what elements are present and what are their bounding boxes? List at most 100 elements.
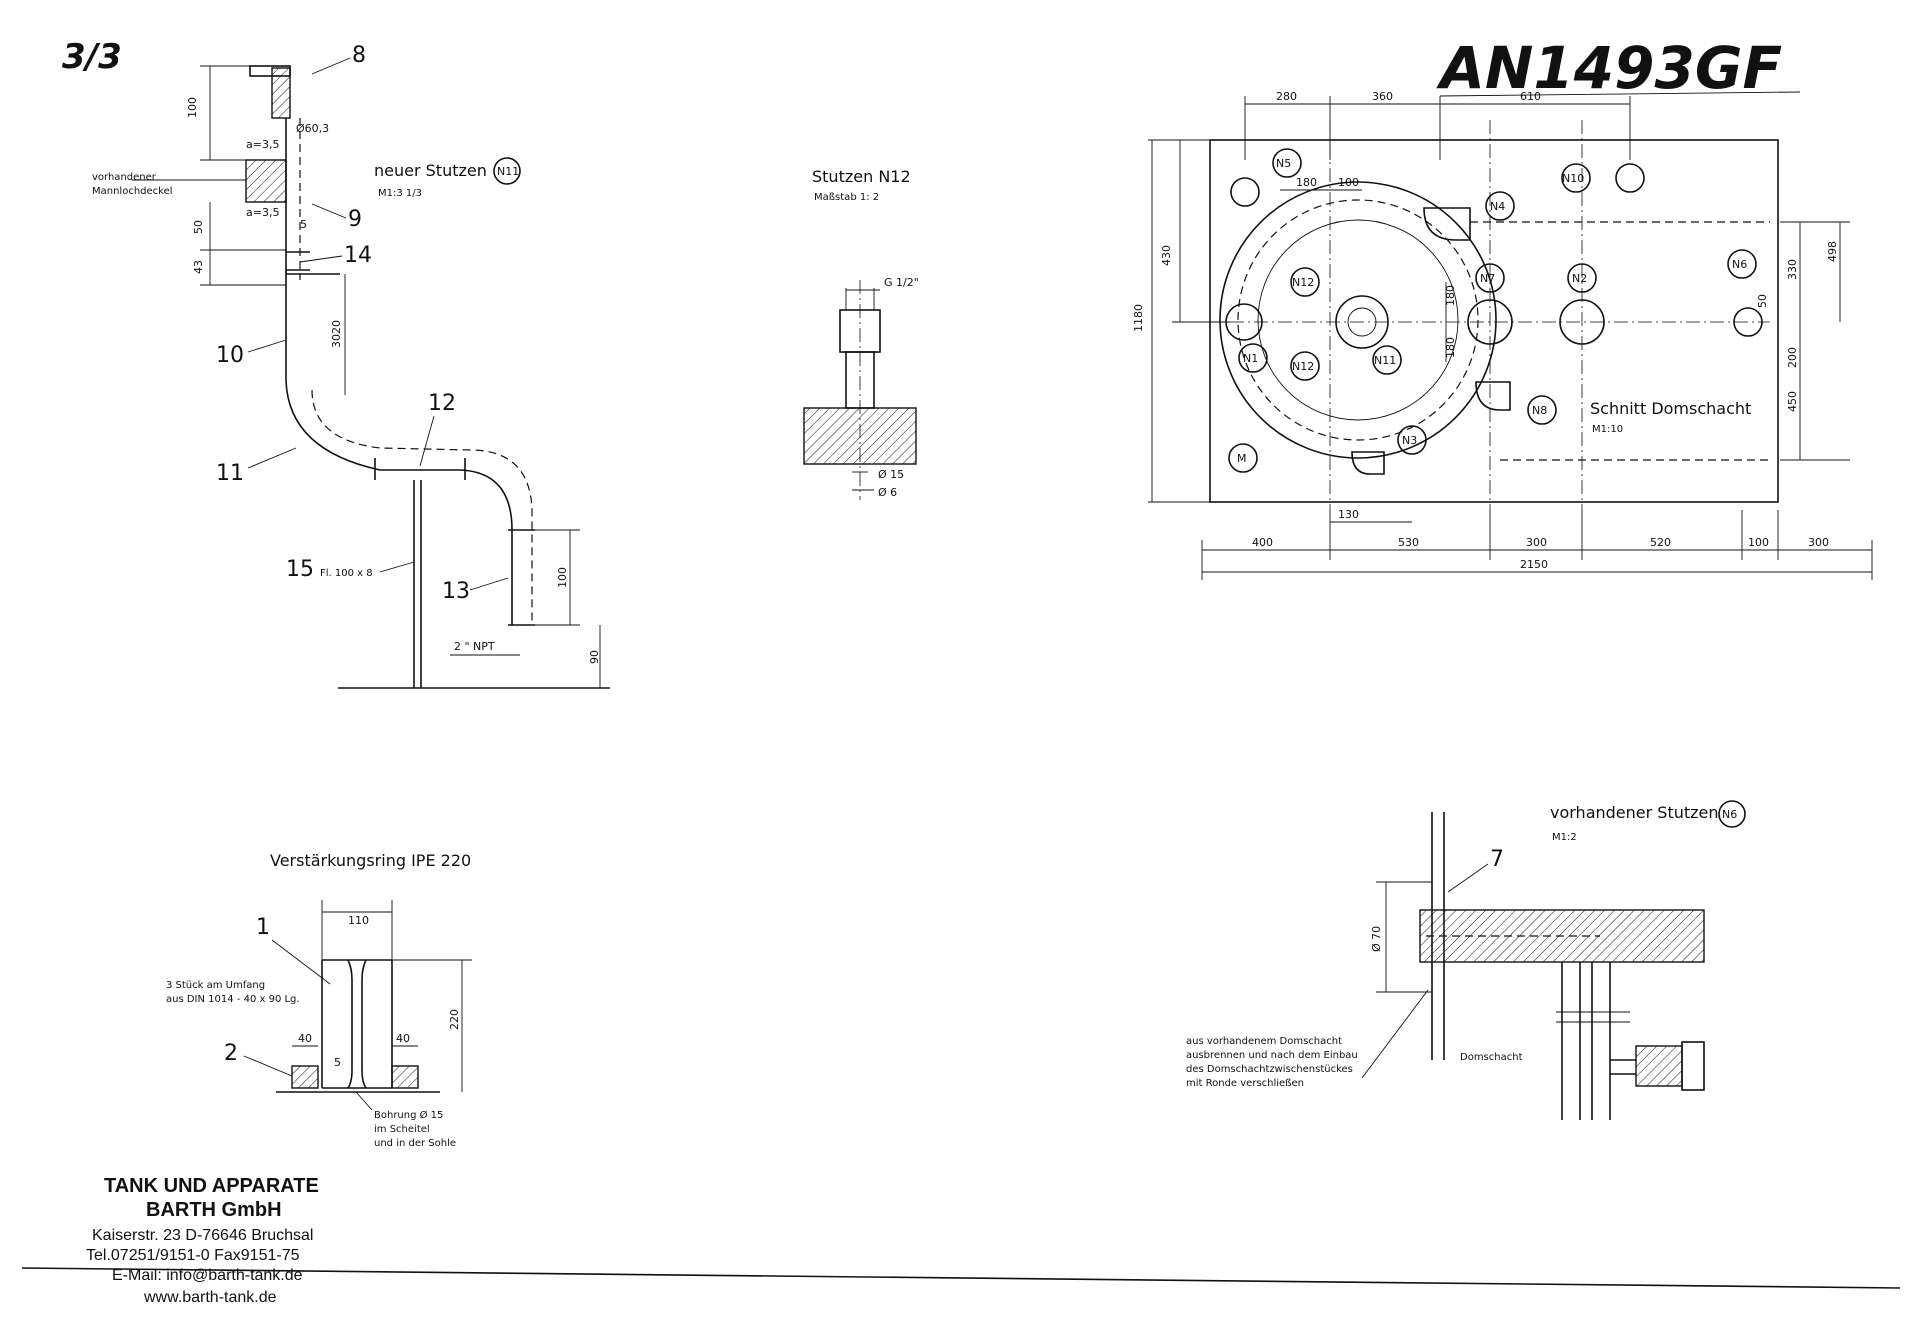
- n12-dim-d15: Ø 15: [878, 468, 904, 481]
- dome-bottom-dim-100: 100: [1748, 536, 1769, 549]
- nozzle-n12-upper: N12: [1292, 276, 1314, 289]
- ring-dim-220: 220: [448, 1009, 461, 1030]
- n11-dim-5: 5: [300, 218, 307, 231]
- ring-note-bore-line3: und in der Sohle: [374, 1138, 456, 1149]
- dome-right-dim-200: 200: [1786, 347, 1799, 368]
- n6-dim-d70: Ø 70: [1370, 926, 1383, 952]
- n11-scale: M1:3 1/3: [378, 188, 422, 199]
- n11-dim-90: 90: [588, 650, 601, 664]
- n6-tag-circle: [1718, 800, 1746, 828]
- n11-callout-8: 8: [352, 43, 366, 68]
- dome-top-dim-280: 280: [1276, 90, 1297, 103]
- n6-tag: N6: [1722, 808, 1737, 821]
- n11-callout-14: 14: [344, 243, 372, 268]
- nozzle-n10: N10: [1562, 172, 1584, 185]
- nozzle-n11: N11: [1374, 354, 1396, 367]
- dome-title: Schnitt Domschacht: [1590, 399, 1751, 418]
- dome-inner-dim-180a: 180: [1296, 176, 1317, 189]
- n11-dim-diameter: Ø60,3: [296, 122, 329, 135]
- nozzle-n3: N3: [1402, 434, 1417, 447]
- n11-callout-12: 12: [428, 391, 456, 416]
- dome-bottom-dim-300a: 300: [1526, 536, 1547, 549]
- company-name-line1: TANK UND APPARATE: [104, 1175, 319, 1197]
- n11-callout-15: 15: [286, 557, 314, 582]
- dome-right-dim-50: 50: [1756, 294, 1769, 308]
- nozzle-n7: N7: [1480, 272, 1495, 285]
- n12-dim-d6: Ø 6: [878, 486, 897, 499]
- n11-dim-3020: 3020: [330, 320, 343, 348]
- ring-dim-40-right: 40: [396, 1032, 410, 1045]
- reinforcing-ring-drawing: Verstärkungsring IPE 220 110 40 40 5 220…: [166, 851, 472, 1149]
- company-email: E-Mail: info@barth-tank.de: [112, 1267, 303, 1284]
- nozzle-n8: N8: [1532, 404, 1547, 417]
- manhole-cover-note-line1: vorhandener: [92, 172, 157, 183]
- dome-right-dim-330: 330: [1786, 259, 1799, 280]
- dome-bottom-dim-520: 520: [1650, 536, 1671, 549]
- n11-flatbar: Fl. 100 x 8: [320, 568, 373, 579]
- dome-scale: M1:10: [1592, 424, 1623, 435]
- n6-note-line2: ausbrennen und nach dem Einbau: [1186, 1050, 1358, 1061]
- n11-callout-13: 13: [442, 579, 470, 604]
- ring-note-bore-line1: Bohrung Ø 15: [374, 1109, 443, 1121]
- n12-scale: Maßstab 1: 2: [814, 192, 879, 203]
- n6-note-line1: aus vorhandenem Domschacht: [1186, 1036, 1342, 1047]
- n6-scale: M1:2: [1552, 832, 1577, 843]
- nozzle-n5: N5: [1276, 157, 1291, 170]
- dome-right-dim-450: 450: [1786, 391, 1799, 412]
- ring-note-stock-line2: aus DIN 1014 - 40 x 90 Lg.: [166, 994, 300, 1005]
- drawing-id: AN1493GF: [1436, 34, 1782, 102]
- n11-dim-50: 50: [192, 220, 205, 234]
- nozzle-n12-lower: N12: [1292, 360, 1314, 373]
- dome-top-dim-360: 360: [1372, 90, 1393, 103]
- dome-left-dim-1180: 1180: [1132, 304, 1145, 332]
- n11-callout-10: 10: [216, 343, 244, 368]
- n11-callout-9: 9: [348, 207, 362, 232]
- n6-callout-7: 7: [1490, 847, 1504, 872]
- ring-dim-5: 5: [334, 1056, 341, 1069]
- n11-tag: N11: [497, 165, 519, 178]
- n11-callout-11: 11: [216, 461, 244, 486]
- manhole-m: M: [1237, 452, 1247, 465]
- ring-note-bore-line2: im Scheitel: [374, 1124, 430, 1135]
- n11-thread-npt: 2 " NPT: [454, 640, 495, 653]
- dome-bottom-dim-400: 400: [1252, 536, 1273, 549]
- ring-title: Verstärkungsring IPE 220: [270, 851, 471, 870]
- n6-note-line3: des Domschachtzwischenstückes: [1186, 1064, 1353, 1075]
- dome-inner-dim-180c: 180: [1444, 337, 1457, 358]
- n11-tag-circle: [493, 157, 521, 185]
- manhole-cover-note-line2: Mannlochdeckel: [92, 186, 173, 197]
- company-address: Kaiserstr. 23 D-76646 Bruchsal: [92, 1227, 313, 1244]
- n11-title: neuer Stutzen: [374, 161, 487, 180]
- ring-note-stock-line1: 3 Stück am Umfang: [166, 980, 265, 991]
- dome-left-dim-430: 430: [1160, 245, 1173, 266]
- dome-inner-dim-180b: 180: [1444, 285, 1457, 306]
- nozzle-n6: N6: [1732, 258, 1747, 271]
- n11-nozzle-drawing: 100 Ø60,3 a=3,5 a=3,5 5 50 43 3020 100 9…: [92, 43, 610, 689]
- ring-callout-2: 2: [224, 1041, 238, 1066]
- dome-inner-dim-100: 100: [1338, 176, 1359, 189]
- n12-title: Stutzen N12: [812, 167, 911, 186]
- company-phone: Tel.07251/9151-0 Fax9151-75: [86, 1247, 300, 1264]
- footer-rule: [21, 1267, 1901, 1289]
- n11-dim-bend-100: 100: [556, 567, 569, 588]
- n6-nozzle-drawing: vorhandener Stutzen N6 M1:2 Ø 70 7 aus v…: [1186, 800, 1746, 1120]
- n12-nozzle-drawing: Stutzen N12 Maßstab 1: 2 G 1/2" Ø 15 Ø 6: [803, 167, 919, 500]
- n11-dim-100: 100: [186, 97, 199, 118]
- company-name-line2: BARTH GmbH: [146, 1199, 282, 1221]
- nozzle-n4: N4: [1490, 200, 1505, 213]
- n11-dim-weld-a1: a=3,5: [246, 138, 279, 151]
- dome-top-dim-610: 610: [1520, 90, 1541, 103]
- ring-dim-40-left: 40: [298, 1032, 312, 1045]
- company-block: TANK UND APPARATE BARTH GmbH Kaiserstr. …: [86, 1175, 319, 1306]
- n6-shaft-label: Domschacht: [1460, 1052, 1523, 1063]
- dome-shaft-section: N5 N10 N4 N7 N2 N6 N12 N1 N12 N11 N8 N3 …: [1132, 90, 1873, 580]
- dome-bottom-dim-130: 130: [1338, 508, 1359, 521]
- n12-dim-thread: G 1/2": [884, 276, 919, 289]
- nozzle-n2: N2: [1572, 272, 1587, 285]
- dome-bottom-dim-530: 530: [1398, 536, 1419, 549]
- dome-overall-2150: 2150: [1520, 558, 1548, 571]
- dome-right-dim-498: 498: [1826, 241, 1839, 262]
- n6-title: vorhandener Stutzen: [1550, 803, 1719, 822]
- sheet-number: 3/3: [62, 37, 122, 77]
